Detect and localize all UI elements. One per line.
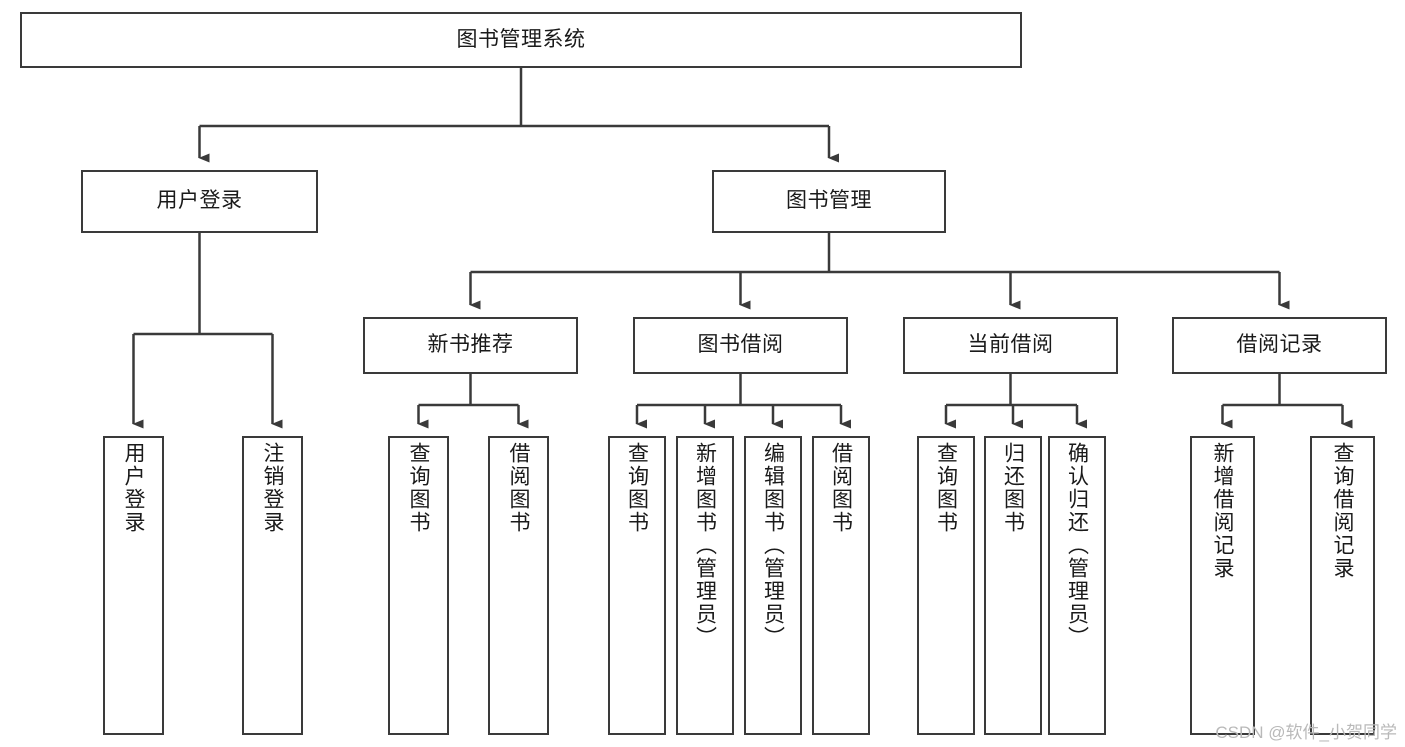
node-leaf_return[interactable]: 归还图书 xyxy=(984,436,1042,735)
node-leaf_add_log[interactable]: 新增借阅记录 xyxy=(1190,436,1255,735)
node-label: 归还图书 xyxy=(1001,442,1025,534)
node-label: 当前借阅 xyxy=(967,333,1054,357)
node-book_borrow[interactable]: 图书借阅 xyxy=(633,317,848,374)
node-leaf_logout[interactable]: 注销登录 xyxy=(242,436,303,735)
node-label: 查询图书 xyxy=(625,442,649,534)
node-label: 查询图书 xyxy=(407,442,430,534)
node-label: 借阅记录 xyxy=(1236,333,1323,357)
node-leaf_q_book_3[interactable]: 查询图书 xyxy=(917,436,975,735)
node-root[interactable]: 图书管理系统 xyxy=(20,12,1022,68)
node-leaf_b_book_1[interactable]: 借阅图书 xyxy=(488,436,549,735)
node-leaf_edit_book[interactable]: 编辑图书（管理员） xyxy=(744,436,802,735)
node-label: 借阅图书 xyxy=(507,442,530,534)
node-label: 用户登录 xyxy=(122,442,145,534)
node-label: 编辑图书（管理员） xyxy=(761,442,785,649)
node-leaf_login[interactable]: 用户登录 xyxy=(103,436,164,735)
node-user_login[interactable]: 用户登录 xyxy=(81,170,318,233)
node-label: 图书借阅 xyxy=(697,333,784,357)
node-label: 查询图书 xyxy=(934,442,958,534)
node-label: 确认归还（管理员） xyxy=(1065,442,1089,649)
node-label: 新增借阅记录 xyxy=(1211,442,1234,580)
node-label: 新增图书（管理员） xyxy=(693,442,717,649)
node-new_book_rec[interactable]: 新书推荐 xyxy=(363,317,578,374)
node-leaf_conf_ret[interactable]: 确认归还（管理员） xyxy=(1048,436,1106,735)
node-book_mgmt[interactable]: 图书管理 xyxy=(712,170,946,233)
node-label: 用户登录 xyxy=(156,189,243,213)
node-label: 注销登录 xyxy=(261,442,284,534)
node-label: 图书管理 xyxy=(786,189,872,213)
node-leaf_add_book[interactable]: 新增图书（管理员） xyxy=(676,436,734,735)
node-label: 借阅图书 xyxy=(829,442,853,534)
node-label: 查询借阅记录 xyxy=(1331,442,1354,580)
node-label: 新书推荐 xyxy=(427,333,514,357)
node-borrow_log[interactable]: 借阅记录 xyxy=(1172,317,1387,374)
node-leaf_q_log[interactable]: 查询借阅记录 xyxy=(1310,436,1375,735)
node-leaf_q_book_2[interactable]: 查询图书 xyxy=(608,436,666,735)
node-label: 图书管理系统 xyxy=(456,27,586,51)
watermark: CSDN @软件_小贺同学 xyxy=(1215,723,1397,742)
node-leaf_q_book_1[interactable]: 查询图书 xyxy=(388,436,449,735)
node-leaf_b_book_2[interactable]: 借阅图书 xyxy=(812,436,870,735)
node-cur_borrow[interactable]: 当前借阅 xyxy=(903,317,1118,374)
